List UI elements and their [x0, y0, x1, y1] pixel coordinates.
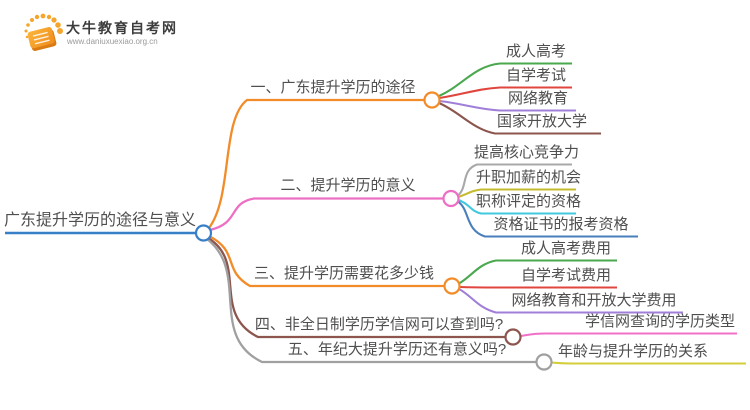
- child-label-adult-exam-fee[interactable]: 成人高考费用: [520, 240, 611, 257]
- branch-4-circle[interactable]: [504, 328, 522, 346]
- child-label-age-relation[interactable]: 年龄与提升学历的关系: [557, 343, 708, 360]
- child-line: [438, 62, 572, 97]
- child-label-cert-qualification[interactable]: 资格证书的报考资格: [493, 216, 629, 233]
- branch-1-line: [208, 98, 424, 229]
- child-line: [438, 102, 601, 135]
- child-line: [459, 285, 617, 289]
- branch-5-circle[interactable]: [535, 353, 553, 371]
- child-line: [458, 199, 576, 215]
- root-node-circle[interactable]: [194, 224, 213, 242]
- child-line: [551, 361, 746, 365]
- child-line: [457, 200, 638, 238]
- branch-3-label[interactable]: 三、提升学历需要花多少钱: [253, 265, 434, 282]
- child-line: [439, 99, 576, 112]
- logo-url: www.daniuxuexiao.org.cn: [67, 37, 158, 46]
- branch-1-label[interactable]: 一、广东提升学历的途径: [250, 79, 416, 96]
- child-line: [520, 332, 737, 338]
- branch-4-label[interactable]: 四、非全日制学历学信网可以查到吗?: [254, 316, 504, 333]
- child-label-title-eval[interactable]: 职称评定的资格: [476, 193, 582, 210]
- branch-2-line: [209, 197, 443, 232]
- child-label-competitiveness[interactable]: 提高核心竞争力: [474, 144, 580, 161]
- branch-4-line: [207, 237, 505, 339]
- child-label-open-univ[interactable]: 国家开放大学: [496, 113, 587, 130]
- site-logo: 大牛教育自考网 www.daniuxuexiao.org.cn: [20, 10, 210, 54]
- child-label-online-edu[interactable]: 网络教育: [507, 90, 568, 107]
- branch-3-circle[interactable]: [443, 277, 461, 295]
- branch-1-circle[interactable]: [423, 91, 441, 109]
- child-label-online-open-fee[interactable]: 网络教育和开放大学费用: [511, 292, 677, 309]
- child-label-promotion[interactable]: 升职加薪的机会: [476, 169, 582, 186]
- child-line: [457, 163, 572, 197]
- child-label-self-exam[interactable]: 自学考试: [505, 67, 566, 84]
- child-label-adult-exam[interactable]: 成人高考: [505, 43, 566, 60]
- branch-3-line: [208, 234, 444, 288]
- child-line: [439, 86, 572, 100]
- branch-5-line: [206, 238, 536, 364]
- logo-title: 大牛教育自考网: [66, 20, 178, 36]
- book-icon: [24, 13, 63, 51]
- child-label-self-exam-fee[interactable]: 自学考试费用: [520, 267, 611, 284]
- child-label-xuexin-types[interactable]: 学信网查询的学历类型: [584, 313, 735, 330]
- branch-2-circle[interactable]: [442, 189, 460, 208]
- branch-5-label[interactable]: 五、年纪大提升学历还有意义吗?: [287, 341, 507, 358]
- branch-2-label[interactable]: 二、提升学历的意义: [280, 177, 416, 194]
- child-line: [458, 288, 683, 314]
- child-line: [458, 259, 617, 285]
- root-node-label[interactable]: 广东提升学历的途径与意义: [4, 212, 197, 229]
- child-line: [458, 188, 576, 198]
